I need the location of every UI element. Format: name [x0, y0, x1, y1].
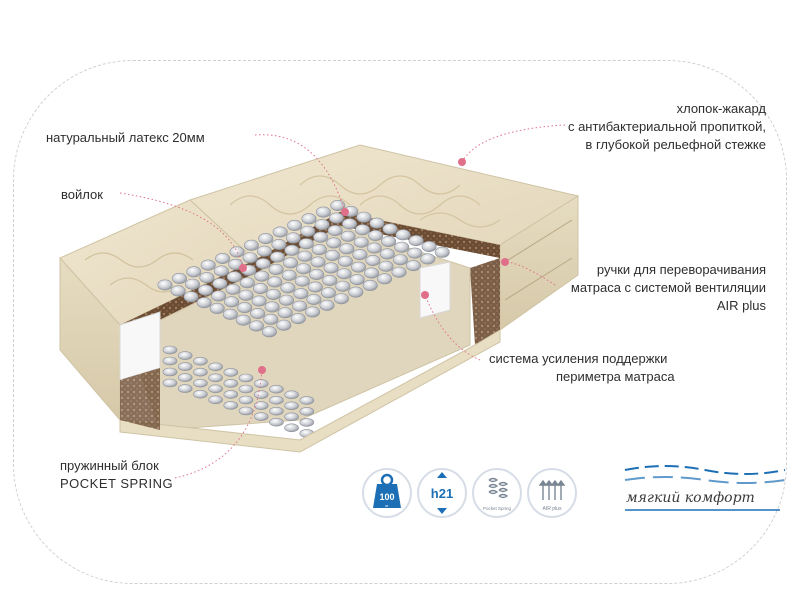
label-handles-2: матраса с системой вентиляции	[570, 280, 766, 295]
svg-text:100: 100	[379, 492, 394, 502]
svg-text:Pocket Spring: Pocket Spring	[483, 506, 512, 511]
felt-layer	[120, 212, 500, 336]
comfort-waves	[624, 465, 786, 511]
label-latex: натуральный латекс 20мм	[46, 130, 205, 145]
pocket-spring-icon: Pocket Spring	[472, 468, 522, 518]
label-spring-block-2: POCKET SPRING	[60, 476, 174, 491]
label-cotton-2: с антибактериальной пропиткой,	[567, 119, 766, 134]
svg-text:AIR plus: AIR plus	[543, 506, 562, 512]
label-perimeter-1: система усиления поддержки	[489, 351, 668, 366]
label-cotton-3: в глубокой рельефной стежке	[585, 137, 766, 152]
label-handles-3: AIR plus	[716, 298, 766, 313]
label-perimeter-2: периметра матраса	[556, 369, 675, 384]
perimeter-support-blocks	[119, 261, 451, 381]
leader-dots	[239, 158, 509, 374]
label-felt: войлок	[61, 187, 103, 202]
air-plus-icon: AIR plus	[527, 468, 577, 518]
comfort-label: мягкий комфорт	[626, 490, 755, 506]
label-spring-block-1: пружинный блок	[60, 458, 159, 473]
feature-badges: 100 кг h21 Pocket Spring	[362, 468, 577, 518]
mattress-base	[119, 329, 501, 453]
height-h21-icon: h21	[417, 468, 467, 518]
pocket-spring-block	[157, 200, 450, 438]
dashed-frame	[13, 60, 787, 584]
weight-100kg-icon: 100 кг	[362, 468, 412, 518]
svg-text:кг: кг	[385, 503, 389, 508]
label-cotton-1: хлопок-жакард	[676, 101, 766, 116]
label-handles-1: ручки для переворачивания	[596, 262, 766, 277]
svg-text:h21: h21	[431, 486, 453, 501]
